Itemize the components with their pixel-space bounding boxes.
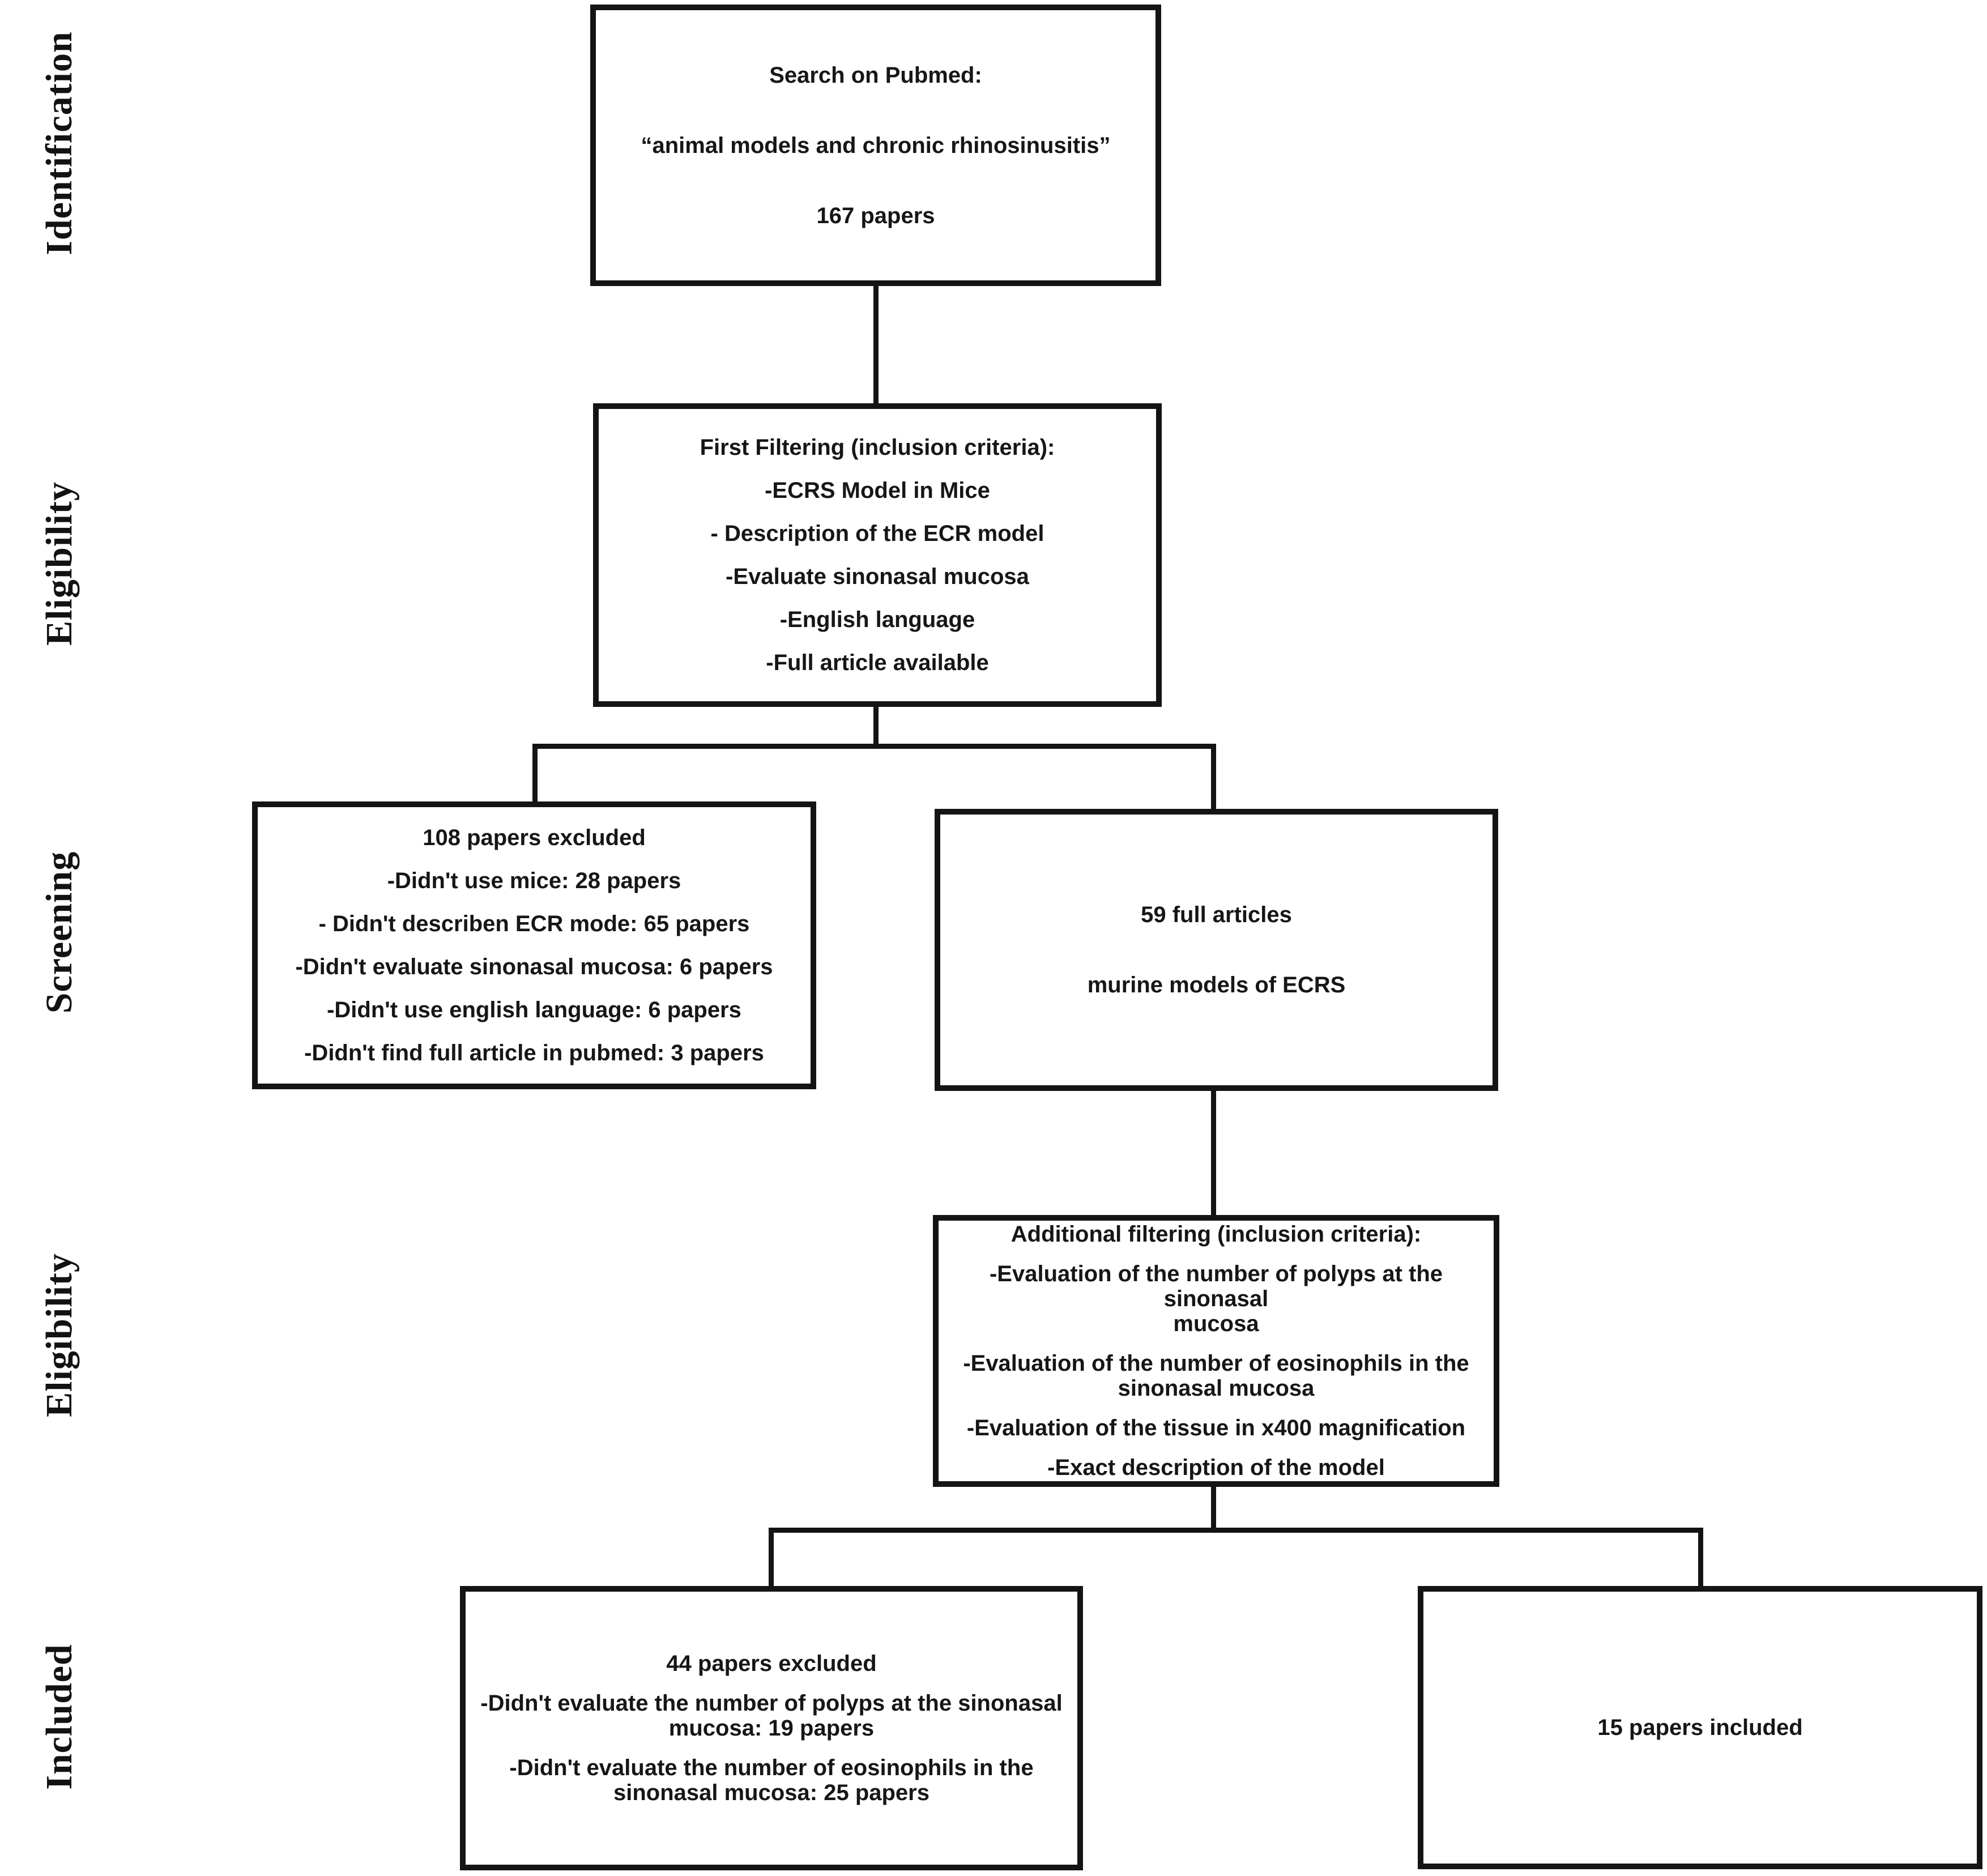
stage-label-eligibility-top: Eligibility [39,481,80,646]
box-44-papers-excluded: 44 papers excluded -Didn't evaluate the n… [460,1586,1083,1870]
box-text-line: Additional filtering (inclusion criteria… [1010,1222,1422,1247]
connector-search-to-first-filtering [873,286,879,403]
box-text-line: -Exact description of the model [1047,1455,1385,1480]
connector-split-1-right-drop [1211,744,1216,809]
box-text-line: -ECRS Model in Mice [765,478,990,503]
connector-full-articles-to-additional-filtering [1211,1091,1216,1215]
box-text-line: - Didn't describen ECR mode: 65 papers [318,911,750,936]
box-text-line: First Filtering (inclusion criteria): [700,435,1055,460]
box-text-line: -Evaluate sinonasal mucosa [726,564,1029,589]
connector-split-2-horizontal [769,1528,1703,1533]
box-text-line: 15 papers included [1597,1715,1803,1740]
box-text-line: -Didn't use mice: 28 papers [387,868,681,893]
stage-label-screening: Screening [39,851,80,1014]
box-59-full-articles: 59 full articles murine models of ECRS [935,809,1498,1091]
box-text-line: Search on Pubmed: [769,62,982,88]
connector-first-filtering-to-split [873,707,879,749]
box-first-filtering-criteria: First Filtering (inclusion criteria): -EC… [593,403,1162,707]
box-text-line: “animal models and chronic rhinosinusiti… [641,133,1111,158]
stage-label-included: Included [39,1644,80,1790]
box-text-line: -Didn't evaluate the number of polyps at… [480,1691,1063,1741]
box-text-line: 44 papers excluded [666,1651,877,1676]
connector-split-2-left-drop [769,1528,774,1586]
box-pubmed-search: Search on Pubmed: “animal models and chro… [590,5,1161,286]
connector-additional-filtering-to-split [1211,1487,1216,1533]
box-text-line: -Didn't evaluate sinonasal mucosa: 6 pap… [295,954,773,979]
connector-split-2-right-drop [1698,1528,1703,1586]
connector-split-1-horizontal [532,744,1216,749]
box-15-papers-included: 15 papers included [1418,1586,1982,1869]
box-additional-filtering-criteria: Additional filtering (inclusion criteria… [933,1215,1499,1487]
box-text-line: -English language [779,607,975,632]
box-text-line: -Didn't find full article in pubmed: 3 p… [304,1041,764,1065]
box-text-line: 59 full articles [1141,902,1292,927]
box-108-papers-excluded: 108 papers excluded -Didn't use mice: 28 … [252,801,816,1089]
box-text-line: -Evaluation of the tissue in x400 magnif… [966,1415,1466,1440]
box-text-line: -Didn't evaluate the number of eosinophi… [509,1755,1034,1805]
connector-split-1-left-drop [532,744,538,801]
box-text-line: -Full article available [766,650,989,675]
stage-label-identification: Identification [39,31,80,255]
box-text-line: -Didn't use english language: 6 papers [327,997,741,1022]
stage-label-eligibility-bottom: Eligibility [39,1253,80,1417]
box-text-line: murine models of ECRS [1087,973,1346,997]
box-text-line: 108 papers excluded [423,825,646,850]
box-text-line: -Evaluation of the number of polyps at t… [989,1261,1443,1336]
box-text-line: 167 papers [816,203,935,228]
box-text-line: - Description of the ECR model [710,521,1044,546]
box-text-line: -Evaluation of the number of eosinophils… [963,1351,1469,1401]
